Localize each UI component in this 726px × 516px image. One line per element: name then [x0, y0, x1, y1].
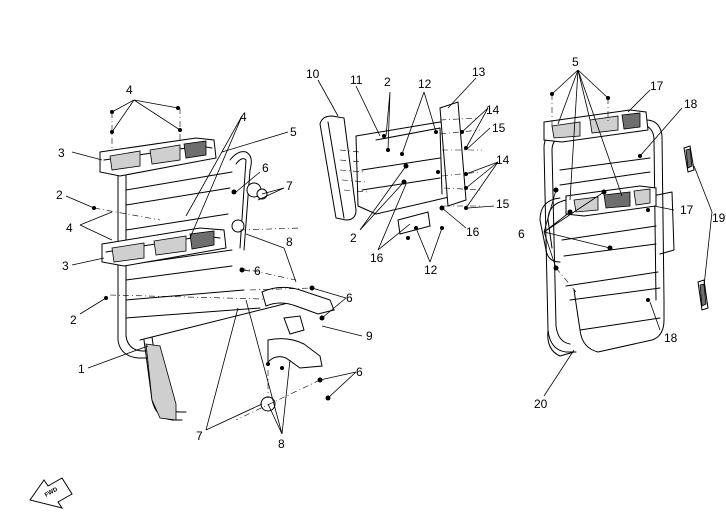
callout-4-lower: 4	[66, 221, 73, 235]
callout-12-top: 12	[418, 77, 432, 91]
callout-6-c: 6	[346, 291, 353, 305]
callout-9: 9	[366, 329, 373, 343]
right-rack-assembly	[539, 92, 709, 357]
callout-18-lower: 18	[664, 331, 678, 345]
callout-16-left: 16	[370, 251, 384, 265]
right-leader-lines	[543, 69, 713, 397]
callout-7-upper: 7	[286, 179, 293, 193]
middle-panel-assembly	[319, 101, 482, 240]
callout-17-upper: 17	[650, 79, 664, 93]
callout-15-lower: 15	[496, 197, 510, 211]
callout-7-lower: 7	[196, 429, 203, 443]
right-lower-pad	[565, 185, 657, 217]
callout-12-bottom: 12	[424, 263, 438, 277]
callout-6-right: 6	[518, 227, 525, 241]
callout-19: 19	[712, 211, 726, 225]
callout-1: 1	[78, 362, 85, 376]
callout-6-d: 6	[356, 365, 363, 379]
left-leader-lines	[65, 99, 363, 435]
callout-2-lower: 2	[70, 313, 77, 327]
callout-14-upper: 14	[486, 103, 500, 117]
upper-pad	[99, 137, 217, 177]
callout-5-right: 5	[572, 55, 579, 69]
middle-leader-lines	[317, 77, 499, 263]
callout-17-lower: 17	[680, 203, 694, 217]
fwd-arrow-icon: FWD	[29, 477, 73, 509]
callout-10: 10	[306, 67, 320, 81]
callout-4-upper: 4	[126, 83, 133, 97]
callout-3-upper: 3	[58, 146, 65, 160]
callout-16-right: 16	[466, 225, 480, 239]
lower-pad	[101, 227, 227, 267]
left-rack-assembly	[92, 106, 335, 421]
callout-18-upper: 18	[684, 97, 698, 111]
callout-8-upper: 8	[286, 235, 293, 249]
left-callout-labels: 1 2 2 3 3 4 4 5 6 6 6 6 7 7 8 8 9 4	[56, 83, 373, 451]
right-callout-labels: 5 17 17 18 18 6 19 20	[518, 55, 726, 411]
callout-14-lower: 14	[496, 153, 510, 167]
callout-5: 5	[290, 125, 297, 139]
callout-4-side: 4	[240, 110, 247, 124]
callout-2-middle-bottom: 2	[350, 231, 357, 245]
callout-11: 11	[350, 73, 363, 87]
callout-6-b: 6	[254, 264, 261, 278]
callout-20: 20	[534, 397, 548, 411]
callout-13: 13	[472, 65, 486, 79]
right-upper-pad	[543, 109, 649, 143]
callout-2-middle-top: 2	[384, 75, 391, 89]
callout-8-lower: 8	[278, 437, 285, 451]
middle-callout-labels: 10 11 2 12 13 14 14 15 15 2 16 16 12	[306, 65, 510, 277]
callout-3-lower: 3	[62, 259, 69, 273]
callout-2-upper: 2	[56, 188, 63, 202]
callout-15-upper: 15	[492, 121, 506, 135]
callout-6-a: 6	[262, 161, 269, 175]
